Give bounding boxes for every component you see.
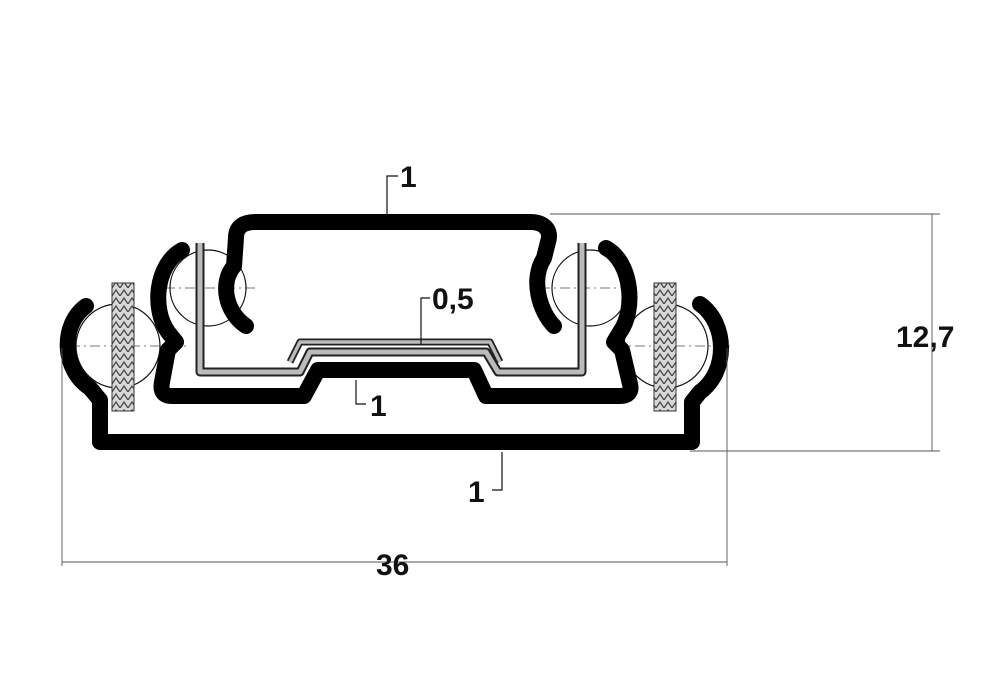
bottom-thickness-label: 1 <box>468 476 485 509</box>
inner-rail-profile <box>218 214 562 334</box>
retainer-left <box>111 282 135 412</box>
outer-rail-profile <box>59 296 729 450</box>
height-dimension: 12,7 <box>550 213 954 452</box>
ball-retainers <box>111 282 677 412</box>
bottom-thickness-callout: 1 <box>468 452 503 509</box>
retainer-right <box>653 282 677 412</box>
middle-rail-profile <box>150 240 639 404</box>
top-thickness-callout: 1 <box>386 161 417 214</box>
shim-thickness-label: 0,5 <box>432 283 474 316</box>
inner-thickness-callout: 1 <box>355 380 387 423</box>
inner-thickness-label: 1 <box>370 390 387 423</box>
cage-shim <box>195 243 587 377</box>
width-label: 36 <box>376 549 409 582</box>
ball-inner-left <box>169 249 247 327</box>
shim-thickness-callout: 0,5 <box>420 283 474 345</box>
width-dimension: 36 <box>61 348 728 582</box>
top-thickness-label: 1 <box>400 161 417 194</box>
height-label: 12,7 <box>896 321 954 354</box>
